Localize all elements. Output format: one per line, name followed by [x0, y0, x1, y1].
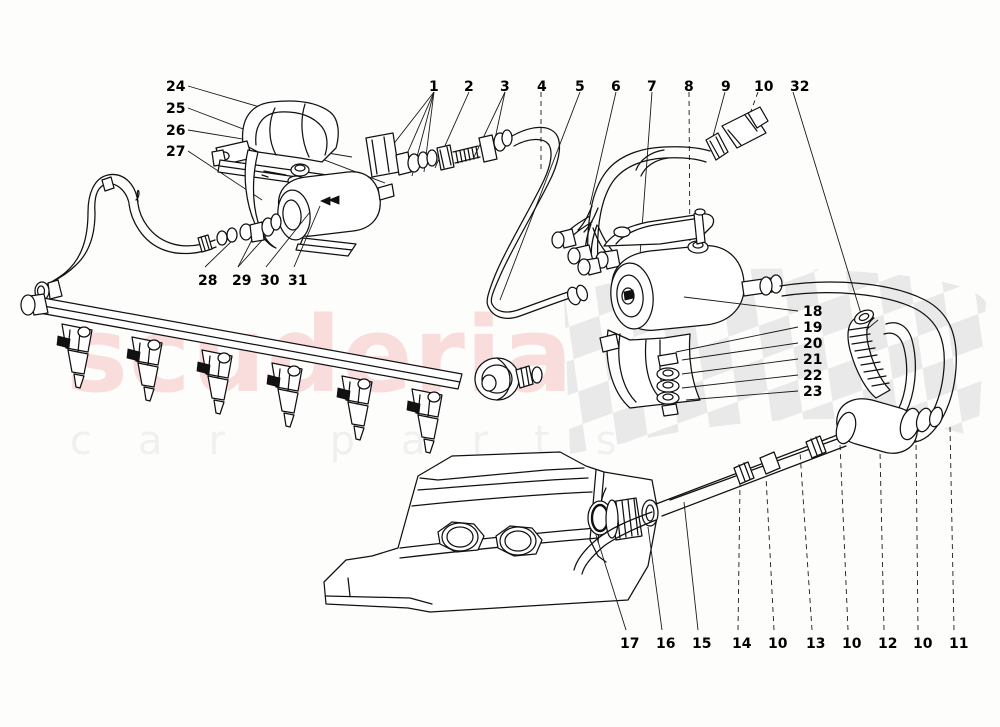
callout-12: 12: [878, 636, 898, 652]
injector: [406, 388, 443, 454]
callout-5: 5: [575, 79, 585, 95]
injector: [336, 375, 373, 441]
callout-18: 18: [803, 304, 823, 320]
callout-22: 22: [803, 368, 823, 384]
lower-right-fuel-pipe: [573, 398, 944, 575]
fuel-filter-canister: [277, 171, 395, 257]
fuel-pressure-regulator: [474, 357, 543, 401]
filter-inlet-fittings: [216, 213, 282, 246]
callout-7: 7: [647, 79, 657, 95]
upper-right-hose-assembly: [587, 106, 769, 263]
injector: [266, 362, 303, 428]
callout-25: 25: [166, 101, 186, 117]
callout-2: 2: [464, 79, 474, 95]
callout-20: 20: [803, 336, 823, 352]
fuel-pump-assembly: [599, 208, 783, 417]
callout-16: 16: [656, 636, 676, 652]
callout-10-a: 10: [768, 636, 788, 652]
callout-24: 24: [166, 79, 186, 95]
callout-14: 14: [732, 636, 752, 652]
callout-26: 26: [166, 123, 186, 139]
callout-9: 9: [721, 79, 731, 95]
injector: [126, 336, 163, 402]
callout-27: 27: [166, 144, 186, 160]
leader-lines-right-column: [675, 296, 799, 401]
callout-8: 8: [684, 79, 694, 95]
long-fuel-hose-loop: [486, 126, 589, 319]
callout-29: 29: [232, 273, 252, 289]
callout-13: 13: [806, 636, 826, 652]
callout-6: 6: [611, 79, 621, 95]
callout-10-c: 10: [913, 636, 933, 652]
fuel-rail-assembly: [20, 293, 543, 454]
callout-11: 11: [949, 636, 969, 652]
callout-32: 32: [790, 79, 810, 95]
injector: [56, 323, 93, 389]
callout-4: 4: [537, 79, 547, 95]
outlet-fitting-chain: [365, 129, 513, 178]
callout-23: 23: [803, 384, 823, 400]
left-fuel-hose: [34, 173, 217, 301]
callout-10: 10: [754, 79, 774, 95]
callout-3: 3: [500, 79, 510, 95]
callout-17: 17: [620, 636, 640, 652]
callout-15: 15: [692, 636, 712, 652]
callout-28: 28: [198, 273, 218, 289]
callout-21: 21: [803, 352, 823, 368]
callout-19: 19: [803, 320, 823, 336]
injector-wiring-harness: [551, 205, 621, 276]
callout-10-b: 10: [842, 636, 862, 652]
callout-31: 31: [288, 273, 308, 289]
corrugated-breather-hose: [847, 309, 891, 399]
leader-lines-bottom-row: [595, 425, 955, 631]
callout-30: 30: [260, 273, 280, 289]
callout-1: 1: [429, 79, 439, 95]
injector: [196, 349, 233, 415]
